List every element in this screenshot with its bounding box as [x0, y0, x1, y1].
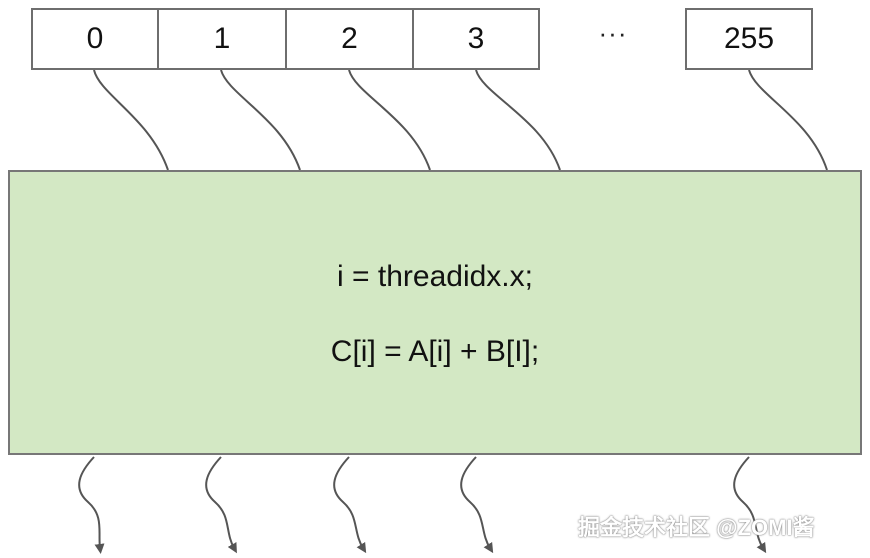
thread-ellipsis: ··· — [598, 18, 628, 48]
thread-box-3: 3 — [412, 8, 540, 70]
output-arrow-3 — [333, 456, 367, 554]
output-arrow-5 — [733, 456, 767, 554]
code-line-compute: C[i] = A[i] + B[I]; — [330, 335, 540, 368]
connector-thread-1 — [220, 69, 301, 171]
thread-box-0: 0 — [31, 8, 159, 70]
thread-box-1: 1 — [157, 8, 287, 70]
kernel-code-block: i = threadidx.x; C[i] = A[i] + B[I]; — [8, 170, 862, 455]
watermark-text: 掘金技术社区 @ZOMI酱 — [578, 515, 815, 540]
thread-label: 0 — [86, 22, 104, 55]
output-arrow-1 — [78, 456, 105, 554]
thread-box-2: 2 — [285, 8, 414, 70]
thread-box-255: 255 — [685, 8, 813, 70]
connector-thread-0 — [93, 69, 169, 171]
code-line-index: i = threadidx.x; — [337, 260, 533, 293]
thread-label: 255 — [723, 22, 775, 55]
output-arrow-4 — [460, 456, 494, 554]
thread-label: 2 — [341, 22, 358, 55]
thread-label: 3 — [467, 22, 485, 55]
connector-thread-255 — [748, 69, 828, 171]
connector-thread-2 — [348, 69, 431, 171]
thread-label: 1 — [213, 22, 231, 55]
connector-thread-3 — [475, 69, 561, 171]
output-arrow-2 — [205, 456, 237, 554]
